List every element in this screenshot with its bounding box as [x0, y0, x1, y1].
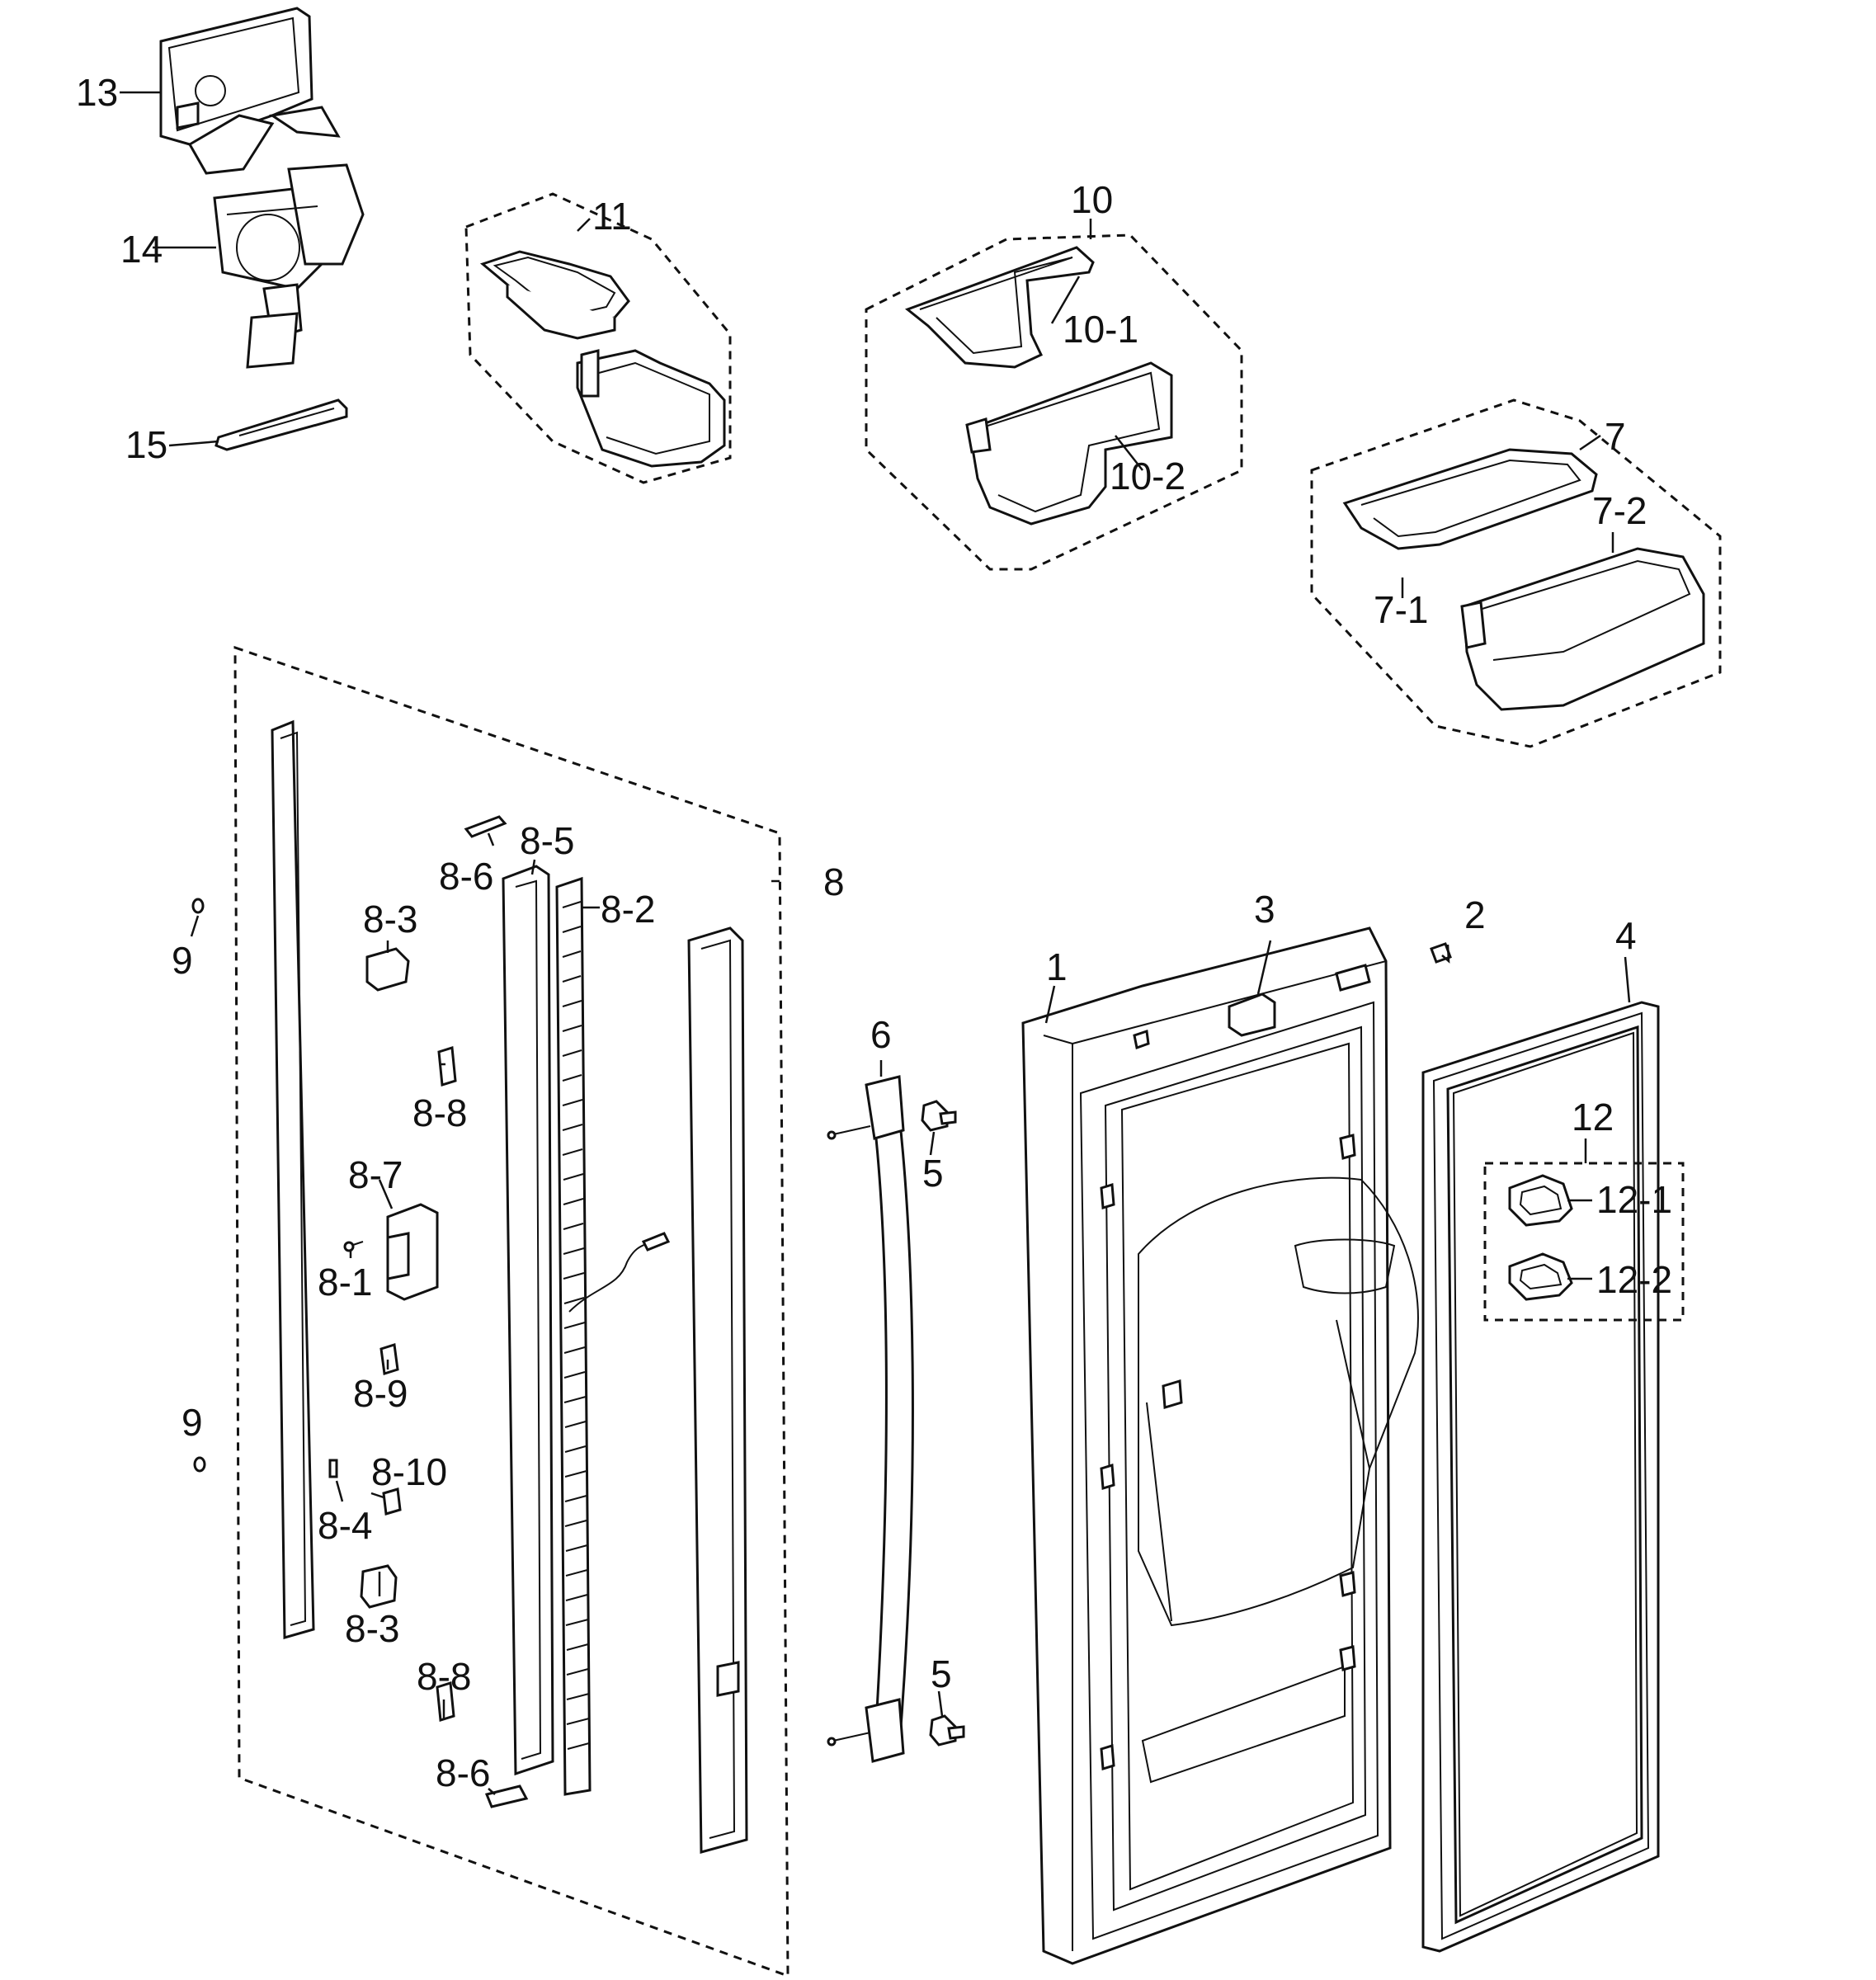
part-8-8-upper-clip: [437, 1046, 457, 1087]
group-11-boundary: [464, 192, 732, 484]
part-8-7-hinge-plate: [386, 1203, 439, 1301]
label-11: 11: [592, 195, 632, 238]
group-8-boundary: [233, 645, 790, 1978]
label-12: 12: [1572, 1096, 1614, 1138]
part-8-3-upper-bracket: [365, 947, 410, 992]
label-7-1: 7-1: [1374, 588, 1428, 631]
label-8-6-bottom: 8-6: [436, 1751, 490, 1794]
part-4-door-gasket: [1421, 1001, 1660, 1953]
part-12-1-cap: [1508, 1174, 1573, 1227]
label-8: 8: [823, 860, 845, 903]
part-14-ice-chute-motor: [213, 163, 365, 369]
label-8-3-bottom: 8-3: [345, 1607, 399, 1650]
label-12-2: 12-2: [1596, 1258, 1672, 1301]
label-8-10: 8-10: [371, 1450, 447, 1493]
label-15: 15: [125, 423, 167, 466]
part-6-door-handle: [827, 1075, 914, 1763]
part-13-dispenser-cover: [159, 7, 341, 175]
label-13: 13: [76, 71, 118, 114]
part-8-5-front-trim: [502, 865, 554, 1776]
part-labels: 13 14 15 11 10 10-1 10-2 7 7-2 7-1 8 8-5…: [76, 71, 1672, 1794]
part-8-9-clip: [379, 1343, 399, 1375]
part-8-6-bottom-clip: [484, 1784, 529, 1808]
part-11-lower-bin: [576, 349, 726, 468]
part-8-8-lower-clip: [436, 1681, 455, 1722]
label-10: 10: [1071, 178, 1113, 221]
part-8-1-screw: [343, 1241, 364, 1252]
label-12-1: 12-1: [1596, 1178, 1672, 1221]
label-3: 3: [1254, 888, 1275, 931]
label-7-2: 7-2: [1592, 489, 1647, 532]
label-5-bottom: 5: [931, 1652, 952, 1695]
part-8-4-pin: [328, 1459, 338, 1478]
group-7-boundary: [1310, 398, 1722, 748]
part-9-lower-cap: [193, 1456, 206, 1473]
part-5-upper-screw: [921, 1100, 957, 1132]
part-5-lower-screw: [929, 1714, 965, 1747]
label-7: 7: [1605, 415, 1626, 458]
label-2: 2: [1464, 893, 1486, 936]
label-8-3-top: 8-3: [363, 898, 417, 940]
label-8-9: 8-9: [353, 1372, 408, 1415]
label-5-top: 5: [922, 1152, 944, 1195]
label-10-1: 10-1: [1063, 308, 1138, 351]
label-14: 14: [120, 228, 163, 271]
part-1-door-assembly: [1021, 926, 1419, 1965]
label-8-6-top: 8-6: [439, 855, 493, 898]
label-8-2: 8-2: [601, 888, 655, 931]
part-9-upper-cap: [191, 898, 205, 914]
part-8-handle-bar: [687, 926, 748, 1854]
part-8-6-top-clip: [464, 815, 507, 838]
part-12-2-cap: [1508, 1252, 1573, 1301]
part-10-1-upper-bin: [904, 246, 1095, 369]
label-9-bottom: 9: [181, 1401, 203, 1444]
leader-lines: [120, 91, 1631, 1795]
label-8-1: 8-1: [318, 1261, 372, 1304]
label-8-4: 8-4: [318, 1504, 372, 1547]
label-1: 1: [1046, 945, 1068, 988]
label-8-8-top: 8-8: [412, 1091, 467, 1134]
part-15-trim-strip: [214, 398, 348, 451]
part-11-upper-bin: [479, 250, 630, 340]
part-7-2-lower-bin: [1460, 547, 1705, 711]
label-8-5: 8-5: [520, 819, 574, 862]
part-8-strip-long: [271, 719, 315, 1639]
label-8-7: 8-7: [348, 1153, 403, 1196]
label-9-top: 9: [172, 939, 193, 982]
label-8-8-bottom: 8-8: [417, 1655, 471, 1698]
group-10-boundary: [865, 233, 1243, 571]
part-10-2-lower-bin: [965, 361, 1173, 526]
label-6: 6: [870, 1013, 892, 1056]
part-8-10-spring: [382, 1487, 402, 1516]
part-7-1-upper-bin: [1342, 448, 1598, 550]
part-8-2-heater-strip: [555, 876, 671, 1796]
label-10-2: 10-2: [1110, 455, 1185, 497]
label-4: 4: [1615, 914, 1637, 957]
